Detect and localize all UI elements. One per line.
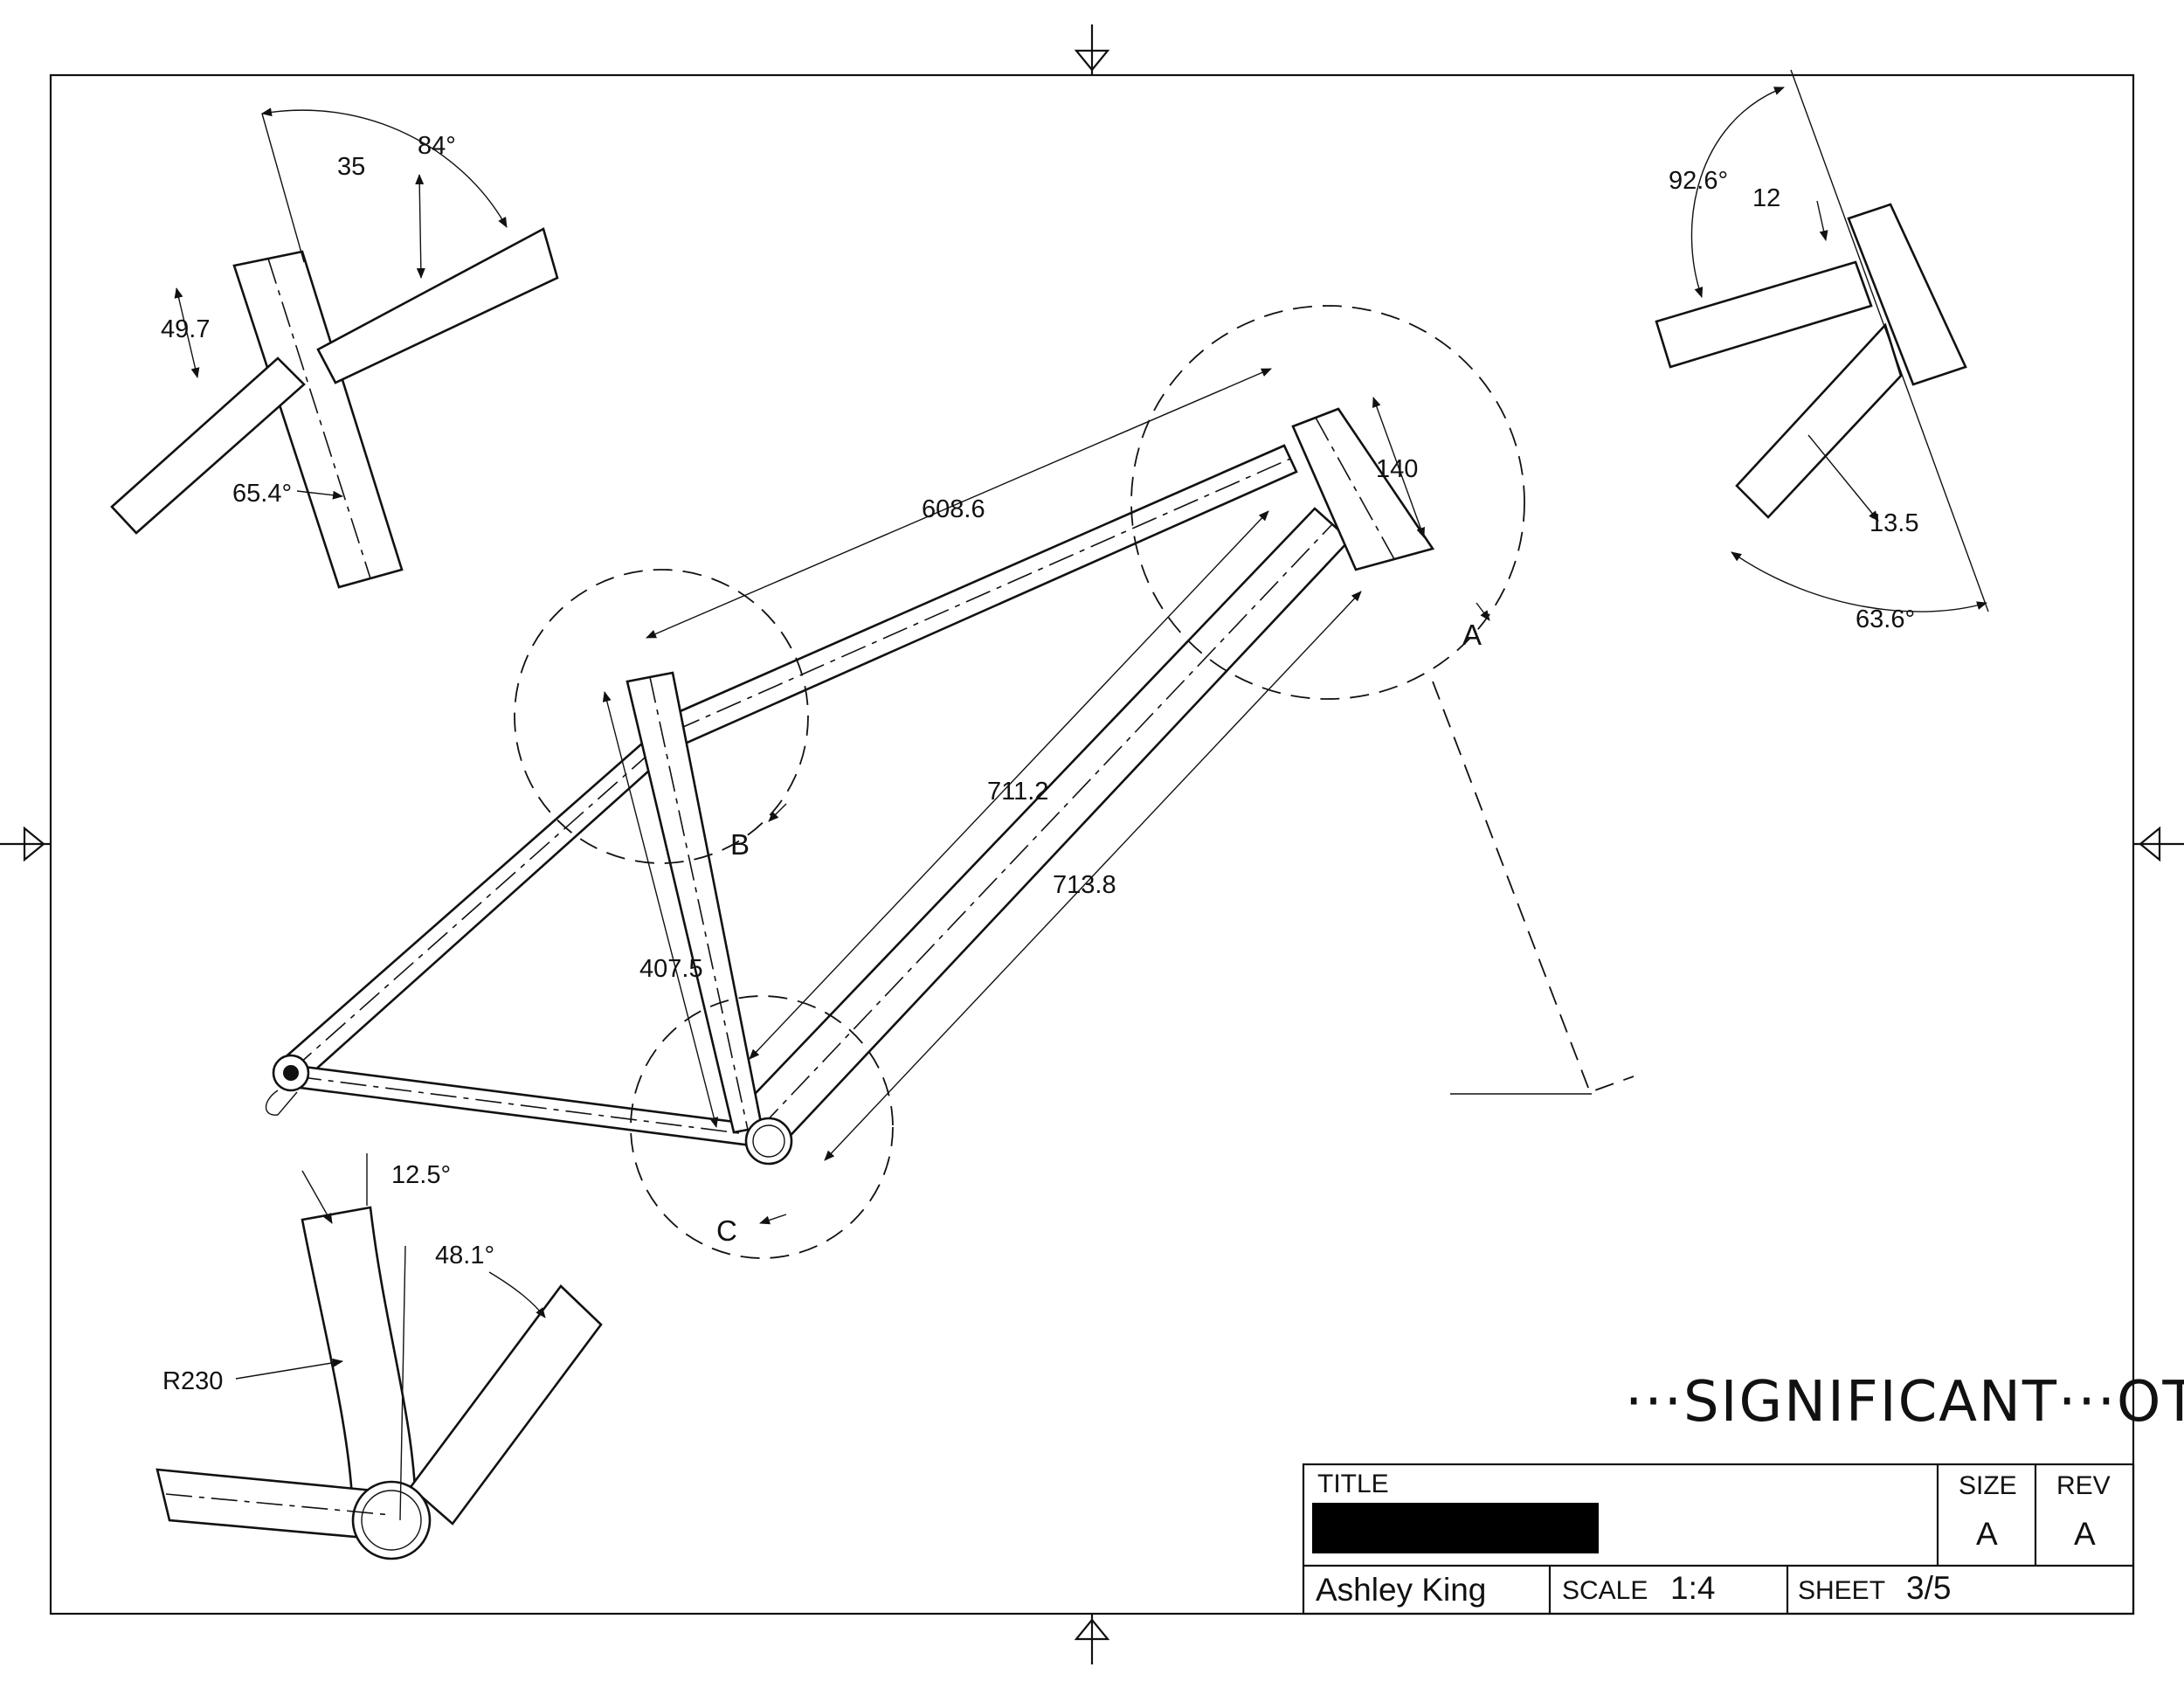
dim-b-angle: 84°	[418, 132, 456, 160]
dim-seat-tube: 407.5	[639, 955, 703, 983]
down-tube	[736, 507, 1351, 1146]
detail-label-a: A	[1462, 619, 1482, 651]
size-value: A	[1976, 1516, 1998, 1552]
detail-label-c: C	[716, 1214, 737, 1247]
rev-label: REV	[2056, 1471, 2111, 1500]
dim-a-angle: 92.6°	[1669, 167, 1728, 195]
dim-c-tilt: 12.5°	[391, 1161, 451, 1189]
dim-top-tube: 608.6	[922, 495, 985, 523]
detail-letters: A B C	[716, 619, 1482, 1247]
centering-marks	[0, 24, 2184, 1664]
scale-value: 1:4	[1670, 1570, 1715, 1606]
dim-c-angle: 48.1°	[435, 1242, 494, 1269]
dim-down-tube-outer: 713.8	[1053, 871, 1116, 899]
sheet-value: 3/5	[1906, 1570, 1951, 1606]
title-block: TITLE SIZE A REV A Ashley King SCALE 1:4…	[1302, 1463, 2135, 1615]
main-frame-view	[265, 305, 1635, 1259]
dim-b-drop: 49.7	[161, 315, 210, 343]
dimension-labels: 608.6 140 711.2 713.8 407.5 84° 35 49.7 …	[161, 132, 1918, 1395]
detail-a-view	[1655, 69, 1989, 612]
detail-label-b: B	[730, 828, 750, 861]
brand-logo: ···SIGNIFICANT···OTHER···	[1625, 1370, 2184, 1435]
dim-a-drop: 13.5	[1870, 509, 1918, 537]
redacted-title	[1312, 1503, 1599, 1553]
title-label: TITLE	[1317, 1470, 1389, 1498]
author-name: Ashley King	[1316, 1572, 1486, 1608]
dim-c-radius: R230	[162, 1367, 223, 1395]
dim-a-offset: 12	[1752, 184, 1780, 212]
dim-b-stay-angle: 65.4°	[232, 480, 292, 508]
dim-b-offset: 35	[337, 153, 365, 181]
size-label: SIZE	[1959, 1471, 2017, 1500]
detail-b-view	[110, 107, 559, 589]
dim-a-lower-angle: 63.6°	[1856, 605, 1915, 633]
sheet-label: SHEET	[1798, 1576, 1885, 1605]
dim-head-tube: 140	[1376, 455, 1418, 483]
rev-value: A	[2074, 1516, 2096, 1552]
detail-c-view	[156, 1153, 603, 1560]
dim-down-tube: 711.2	[987, 778, 1048, 806]
scale-label: SCALE	[1562, 1576, 1648, 1605]
